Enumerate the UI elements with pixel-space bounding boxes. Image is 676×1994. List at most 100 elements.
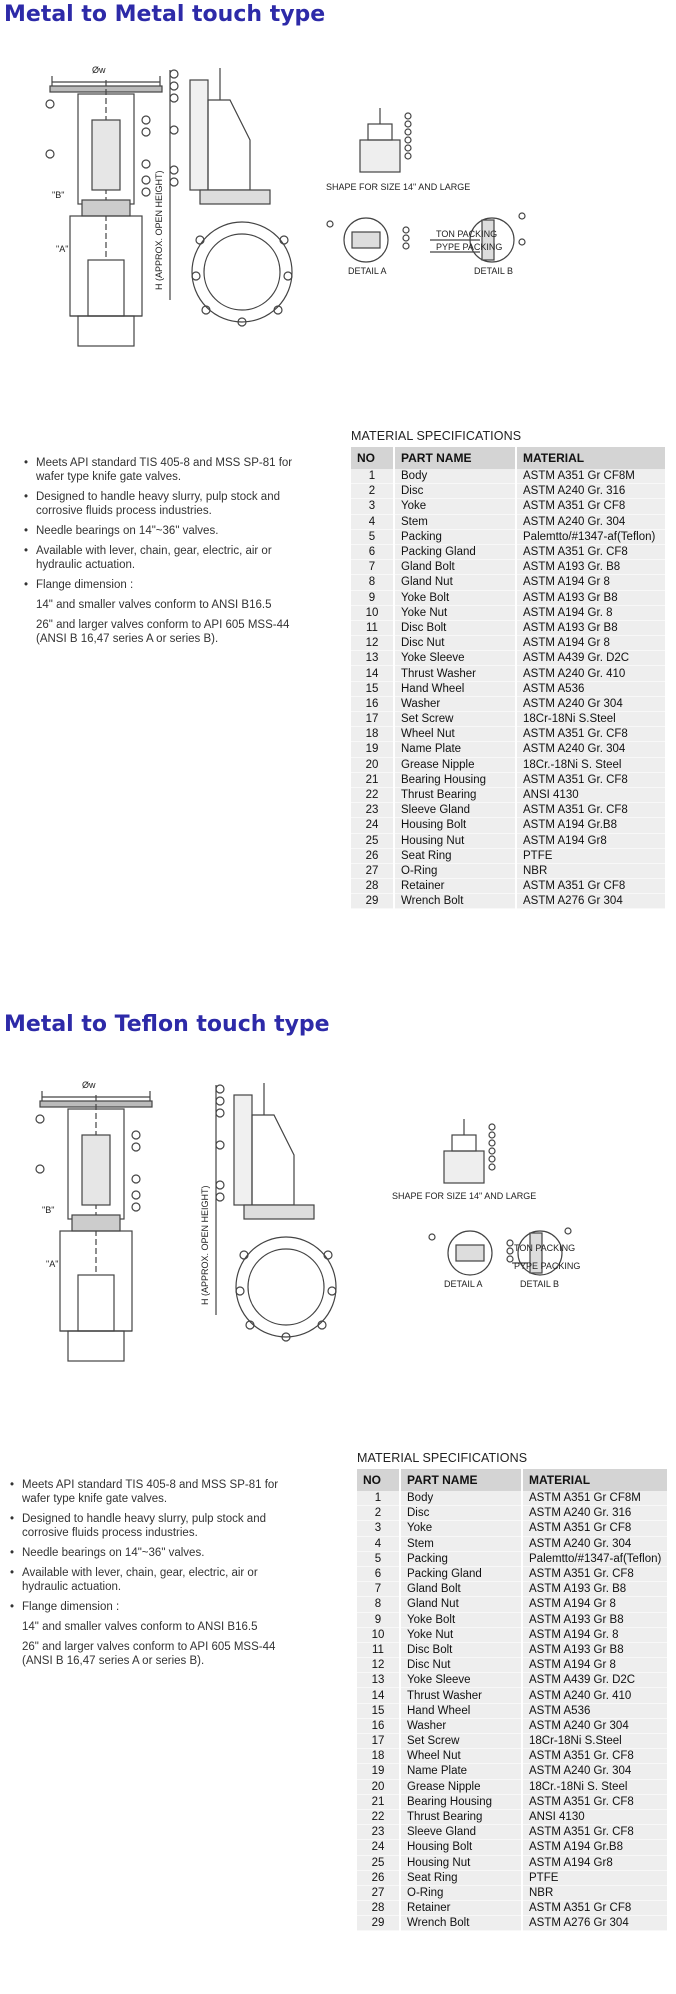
cell-material: ASTM A351 Gr. CF8 [516,802,667,819]
cell-no: 4 [351,514,395,530]
cell-material: ASTM A351 Gr CF8M [516,469,667,485]
cell-part-name: O-Ring [394,863,517,880]
cell-no: 29 [351,893,395,910]
cell-part-name: Name Plate [394,741,517,758]
cell-part-name: Name Plate [400,1763,523,1780]
cell-material: ASTM A439 Gr. D2C [516,650,667,667]
cell-no: 12 [357,1657,401,1674]
cell-part-name: Wrench Bolt [400,1915,523,1932]
cell-material: ASTM A194 Gr. 8 [516,605,667,621]
cell-part-name: Seat Ring [400,1870,523,1886]
cell-material: 18Cr-18Ni S.Steel [522,1733,669,1750]
cell-part-name: Disc [394,483,517,500]
feature-item: Flange dimension : [8,1600,302,1614]
cell-material: ASTM A240 Gr 304 [522,1718,669,1735]
flange-note: 14" and smaller valves conform to ANSI B… [22,1621,258,1633]
cell-no: 9 [357,1612,401,1628]
cell-no: 3 [351,498,395,515]
valve-drawing: Øw "B" "A" H (APPROX. OPEN HEIGHT) [20,1075,580,1395]
cell-material: ASTM A194 Gr8 [516,833,667,849]
cell-material: 18Cr.-18Ni S. Steel [522,1779,669,1795]
cell-no: 5 [351,529,395,545]
cell-material: ASTM A194 Gr 8 [516,574,667,591]
cell-material: ASTM A240 Gr. 316 [516,483,667,500]
cell-part-name: Yoke Sleeve [394,650,517,667]
cell-no: 13 [351,650,395,667]
cell-material: ASTM A351 Gr. CF8 [522,1566,669,1583]
cell-no: 10 [351,605,395,621]
cell-material: ASTM A439 Gr. D2C [522,1672,669,1689]
cell-part-name: Gland Bolt [394,559,517,576]
cell-no: 7 [351,559,395,576]
cell-material: ASTM A194 Gr. 8 [522,1627,669,1643]
cell-no: 5 [357,1551,401,1567]
cell-no: 3 [357,1520,401,1537]
cell-part-name: O-Ring [400,1885,523,1902]
cell-no: 16 [357,1718,401,1735]
cell-material: ASTM A194 Gr.B8 [516,817,667,834]
cell-material: NBR [522,1885,669,1902]
cell-no: 29 [357,1915,401,1932]
cell-part-name: Stem [394,514,517,530]
cell-part-name: Disc Bolt [394,620,517,637]
cell-part-name: Hand Wheel [394,681,517,697]
cell-no: 21 [351,772,395,788]
cell-material: Palemtto/#1347-af(Teflon) [522,1551,669,1567]
cell-part-name: Housing Bolt [394,817,517,834]
cell-part-name: Yoke Bolt [394,590,517,606]
cell-no: 20 [351,757,395,773]
cell-material: ASTM A240 Gr. 316 [522,1505,669,1522]
cell-no: 1 [351,469,395,485]
cell-no: 2 [351,483,395,500]
cell-no: 17 [357,1733,401,1750]
cell-material: ASTM A193 Gr. B8 [522,1581,669,1598]
column-header: MATERIAL [516,447,667,469]
cell-no: 24 [351,817,395,834]
cell-part-name: Washer [400,1718,523,1735]
cell-no: 25 [357,1855,401,1871]
feature-item: Needle bearings on 14"~36" valves. [22,524,316,538]
ton-packing-label: TON PACKING [514,1243,575,1253]
cell-no: 23 [351,802,395,819]
cell-material: ASTM A193 Gr B8 [516,590,667,606]
cell-material: ASTM A240 Gr. 410 [522,1687,669,1704]
cell-part-name: Hand Wheel [400,1703,523,1719]
cell-part-name: Thrust Bearing [400,1809,523,1826]
cell-material: ASTM A194 Gr8 [522,1855,669,1871]
cell-part-name: Packing [394,529,517,545]
section-metal-to-metal: Metal to Metal touch type Øw "B" "A" [0,0,676,960]
flange-note: 26" and larger valves conform to API 605… [22,1641,276,1667]
cell-part-name: Disc [400,1505,523,1522]
cell-no: 16 [351,696,395,713]
cell-no: 28 [357,1900,401,1917]
cell-material: 18Cr-18Ni S.Steel [516,711,667,728]
cell-no: 15 [351,681,395,697]
cell-no: 15 [357,1703,401,1719]
cell-part-name: Housing Nut [400,1855,523,1871]
cell-part-name: Yoke Bolt [400,1612,523,1628]
cell-material: PTFE [516,848,667,864]
feature-item: Meets API standard TIS 405-8 and MSS SP-… [22,456,316,484]
